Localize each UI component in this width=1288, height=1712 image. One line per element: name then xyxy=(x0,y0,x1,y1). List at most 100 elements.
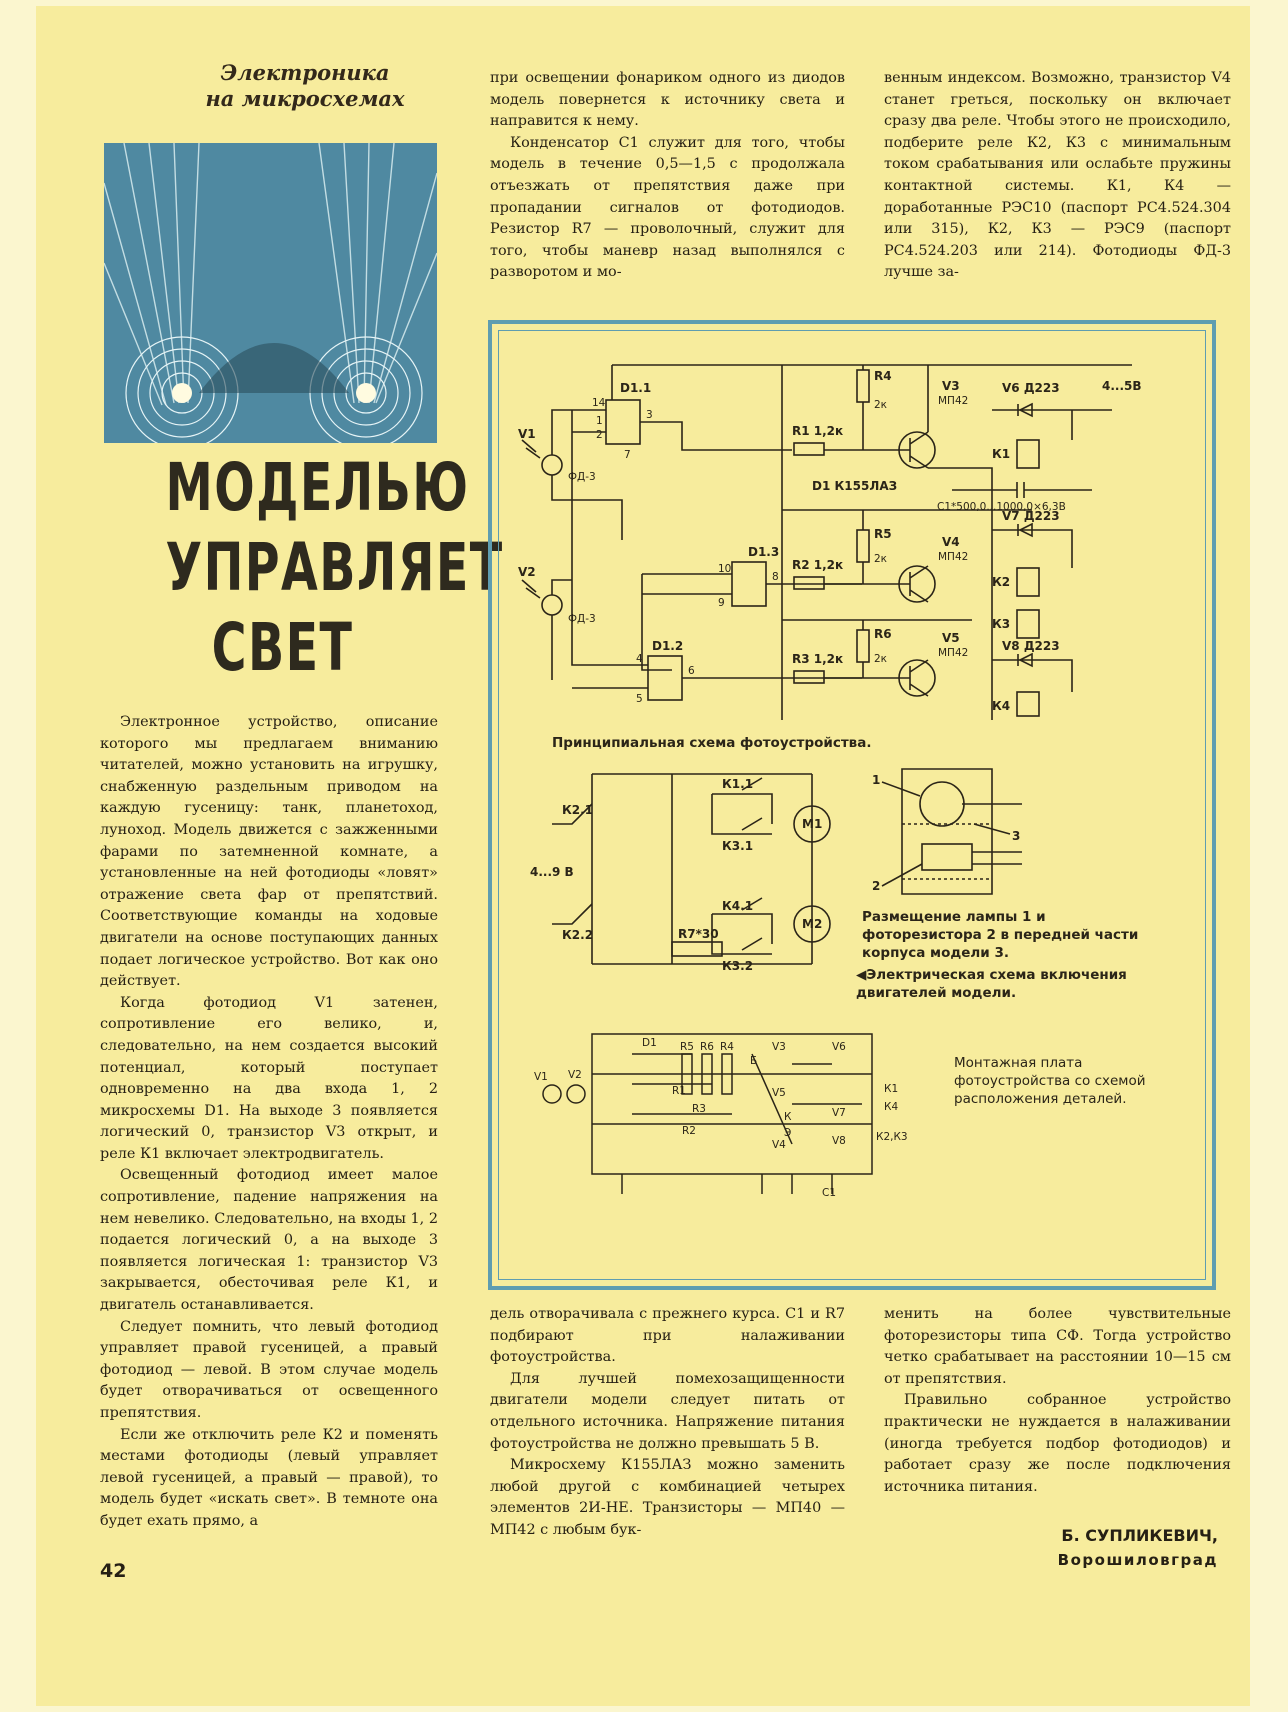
paragraph: Микросхему К155ЛАЗ можно заменить любой … xyxy=(490,1457,845,1538)
pin-14: 14 xyxy=(592,397,606,409)
kicker-line-1: Электроника xyxy=(220,60,390,85)
board-v5: V5 xyxy=(772,1087,786,1099)
label-v5-type: МП42 xyxy=(938,647,968,659)
pin-8: 8 xyxy=(772,571,779,583)
label-v4: V4 xyxy=(942,535,960,549)
pin-10: 10 xyxy=(718,563,731,575)
board-v6: V6 xyxy=(832,1041,846,1053)
figure-inner-frame xyxy=(498,330,1206,1280)
label-v6: V6 Д223 xyxy=(1002,381,1060,395)
caption-lamp: Размещение лампы 1 и фоторезистора 2 в п… xyxy=(862,909,1139,961)
column-3-top: венным индексом. Возможно, транзистор V4… xyxy=(884,68,1231,284)
pin-6: 6 xyxy=(688,665,695,677)
author-name: Б. СУПЛИКЕВИЧ, xyxy=(1061,1526,1218,1545)
board-k23: К2,К3 xyxy=(876,1131,908,1143)
label-k31: К3.1 xyxy=(722,839,753,853)
label-k21: К2.1 xyxy=(562,803,593,817)
board-r2: R2 xyxy=(682,1125,696,1137)
label-k11: К1.1 xyxy=(722,777,753,791)
label-d1: D1 К155ЛАЗ xyxy=(812,479,897,493)
author-signature: Б. СУПЛИКЕВИЧ, Ворошиловград xyxy=(960,1524,1218,1572)
board-v1: V1 xyxy=(534,1071,548,1083)
paragraph: Если же отключить реле К2 и поменять мес… xyxy=(100,1426,438,1529)
label-k41: К4.1 xyxy=(722,899,753,913)
label-r5: R5 xyxy=(874,527,892,541)
page-number: 42 xyxy=(100,1560,127,1582)
label-r5-value: 2к xyxy=(874,553,887,565)
board-r4: R4 xyxy=(720,1041,734,1053)
paragraph: Правильно собранное устройство практичес… xyxy=(884,1392,1231,1495)
paragraph: Когда фотодиод V1 затенен, сопротивление… xyxy=(100,994,438,1162)
label-v1: V1 xyxy=(518,427,536,441)
column-2-top: при освещении фонариком одного из диодов… xyxy=(490,68,845,284)
schematic-diagram: D1.1 D1.3 D1.2 D1 К155ЛАЗ R1 1,2к R2 1,2… xyxy=(518,364,1142,720)
author-city: Ворошиловград xyxy=(1057,1551,1218,1569)
pin-2: 2 xyxy=(596,429,603,441)
pin-4: 4 xyxy=(636,653,643,665)
label-k1: К1 xyxy=(992,447,1010,461)
pin-1: 1 xyxy=(596,415,603,427)
paragraph: при освещении фонариком одного из диодов… xyxy=(490,70,845,130)
label-lamp-1: 1 xyxy=(872,773,880,787)
paragraph: дель отворачивала с прежнего курса. С1 и… xyxy=(490,1306,845,1366)
headline-line-3: СВЕТ xyxy=(211,609,354,686)
label-d13: D1.3 xyxy=(748,545,779,559)
label-r4-value: 2к xyxy=(874,399,887,411)
headline-line-1: МОДЕЛЬЮ xyxy=(165,449,470,526)
figure-frame: D1.1 D1.3 D1.2 D1 К155ЛАЗ R1 1,2к R2 1,2… xyxy=(488,320,1216,1290)
label-v4-type: МП42 xyxy=(938,551,968,563)
label-v8: V8 Д223 xyxy=(1002,639,1060,653)
column-2-bottom: дель отворачивала с прежнего курса. С1 и… xyxy=(490,1304,845,1542)
label-supply: 4...5В xyxy=(1102,379,1142,393)
board-b: Б xyxy=(750,1055,757,1067)
label-r6-value: 2к xyxy=(874,653,887,665)
label-d11: D1.1 xyxy=(620,381,651,395)
board-k: К xyxy=(784,1111,792,1123)
paragraph: Для лучшей помехозащищенности двигатели … xyxy=(490,1370,845,1452)
section-kicker: Электроника на микросхемах xyxy=(190,60,420,112)
label-r7: R7*30 xyxy=(678,927,719,941)
label-m1: М1 xyxy=(802,817,822,831)
label-fd3-a: ФД-3 xyxy=(568,471,596,483)
label-supply-49: 4...9 В xyxy=(530,865,574,879)
pin-9: 9 xyxy=(718,597,725,609)
board-v7: V7 xyxy=(832,1107,846,1119)
column-1: Электронное устройство, описание которог… xyxy=(100,712,438,1533)
board-k1: К1 xyxy=(884,1083,898,1095)
photo-illustration xyxy=(104,143,437,443)
caption-motors: ◀Электрическая схема включения двигателе… xyxy=(856,967,1127,1001)
headline-line-2: УПРАВЛЯЕТ xyxy=(165,529,504,606)
label-r3: R3 1,2к xyxy=(792,652,843,666)
board-r5: R5 xyxy=(680,1041,694,1053)
board-v8: V8 xyxy=(832,1135,846,1147)
label-lamp-2: 2 xyxy=(872,879,880,893)
board-v2: V2 xyxy=(568,1069,582,1081)
label-d12: D1.2 xyxy=(652,639,683,653)
label-v5: V5 xyxy=(942,631,960,645)
label-r2: R2 1,2к xyxy=(792,558,843,572)
caption-schematic: Принципиальная схема фотоустройства. xyxy=(552,735,872,751)
label-v2: V2 xyxy=(518,565,536,579)
board-e: Э xyxy=(784,1127,791,1139)
label-c1: С1*500,0...1000,0×6,3В xyxy=(937,501,1066,513)
pin-3: 3 xyxy=(646,409,653,421)
board-c1: С1 xyxy=(822,1187,836,1199)
label-r4: R4 xyxy=(874,369,892,383)
label-k2: К2 xyxy=(992,575,1010,589)
lamp-placement-drawing: 1 2 3 xyxy=(872,768,1022,895)
pin-7: 7 xyxy=(624,449,631,461)
label-r1: R1 1,2к xyxy=(792,424,843,438)
column-3-bottom: менить на более чувствительные фоторезис… xyxy=(884,1304,1231,1498)
paragraph: менить на более чувствительные фоторезис… xyxy=(884,1306,1231,1387)
paragraph: Освещенный фотодиод имеет малое сопротив… xyxy=(100,1167,438,1314)
board-r1: R1 xyxy=(672,1085,686,1097)
label-v7: V7 Д223 xyxy=(1002,509,1060,523)
board-v3: V3 xyxy=(772,1041,786,1053)
label-lamp-3: 3 xyxy=(1012,829,1020,843)
kicker-line-2: на микросхемах xyxy=(205,86,405,111)
label-v3: V3 xyxy=(942,379,960,393)
board-v4: V4 xyxy=(772,1139,786,1151)
label-k3: К3 xyxy=(992,617,1010,631)
motor-circuit-diagram: К2.1 К2.2 К1.1 К3.1 К4.1 К3.2 М1 М2 R7*3… xyxy=(530,773,831,973)
board-r3: R3 xyxy=(692,1103,706,1115)
